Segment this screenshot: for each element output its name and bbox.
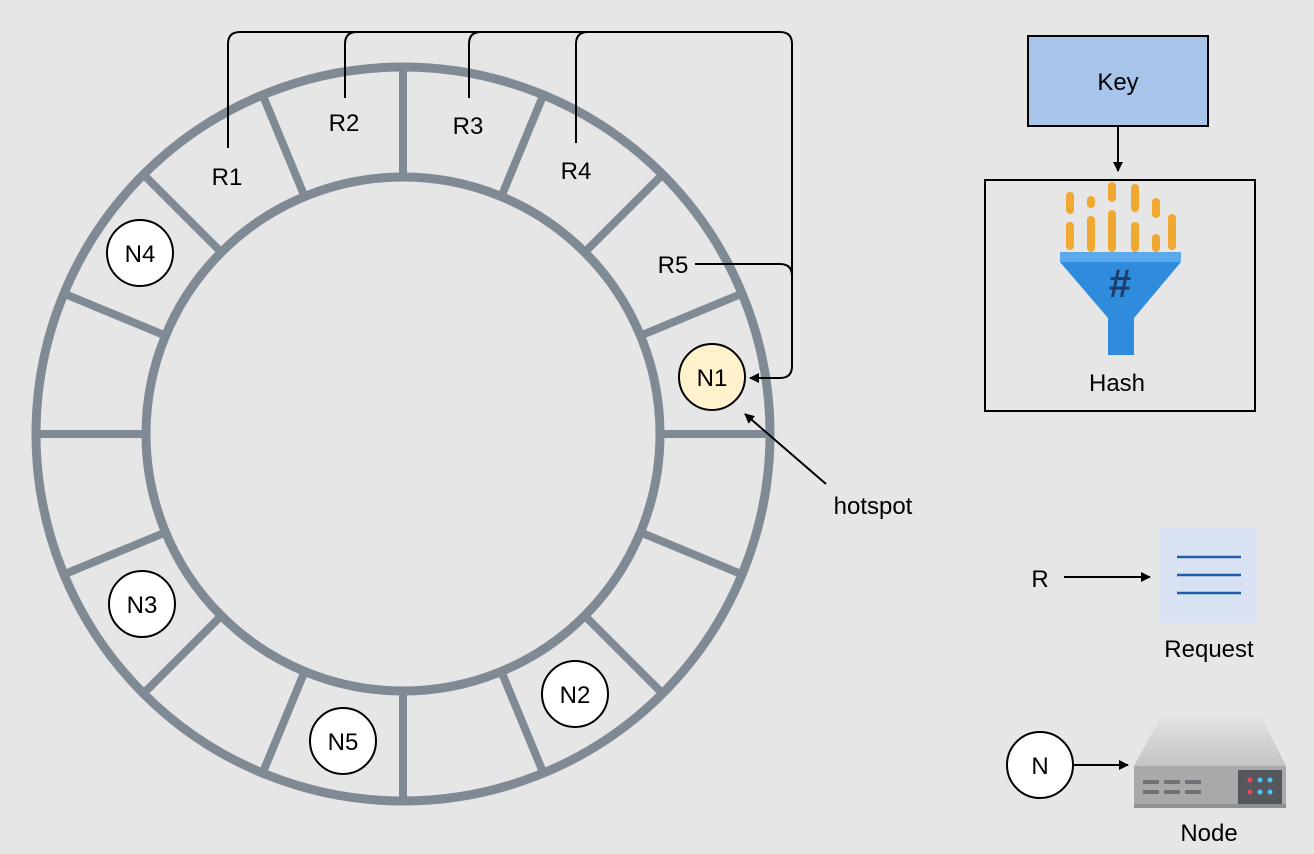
legend-request-label: Request xyxy=(1164,636,1254,663)
ring-divider xyxy=(638,528,744,579)
request-label-r5: R5 xyxy=(658,252,689,279)
connector-r5 xyxy=(695,263,793,277)
server-icon xyxy=(1134,718,1286,808)
hotspot-label: hotspot xyxy=(834,493,913,520)
node-n1-label: N1 xyxy=(697,365,728,392)
ring-divider xyxy=(140,171,225,256)
ring-divider xyxy=(62,289,168,340)
ring-divider xyxy=(258,93,309,199)
hotspot-arrow xyxy=(744,413,827,485)
ring-dividers xyxy=(36,67,770,801)
request-label-r2: R2 xyxy=(329,110,360,137)
request-connectors xyxy=(227,31,793,383)
connector-r1 xyxy=(227,31,793,383)
connector-r2 xyxy=(344,31,358,98)
hash-symbol-icon: # xyxy=(1109,262,1131,306)
ring-inner-circle xyxy=(141,172,665,696)
node-n5-label: N5 xyxy=(328,729,359,756)
node-n5: N5 xyxy=(309,707,377,775)
ring-divider xyxy=(497,93,548,199)
node-n3-label: N3 xyxy=(127,592,158,619)
legend-node-label: Node xyxy=(1180,820,1237,847)
node-n2-label: N2 xyxy=(560,682,591,709)
ring-divider xyxy=(497,669,548,775)
legend-request-symbol: R xyxy=(1031,566,1048,593)
hash-funnel-icon: # xyxy=(1060,182,1181,355)
key-label: Key xyxy=(1097,69,1138,96)
key-box: Key xyxy=(1027,35,1209,127)
hash-box: # Hash xyxy=(984,179,1256,412)
request-label-r4: R4 xyxy=(561,158,592,185)
connector-r4 xyxy=(575,31,589,143)
legend-node-symbol: N xyxy=(1031,753,1048,780)
request-document-icon xyxy=(1159,528,1257,623)
ring-divider xyxy=(258,669,309,775)
legend-node-circle: N xyxy=(1006,731,1074,799)
hash-label: Hash xyxy=(1089,370,1145,397)
node-n2: N2 xyxy=(541,660,609,728)
ring-divider xyxy=(581,171,666,256)
ring-divider xyxy=(581,612,666,697)
node-n1: N1 xyxy=(678,343,746,411)
node-n4-label: N4 xyxy=(125,241,156,268)
node-n4: N4 xyxy=(106,219,174,287)
ring-divider xyxy=(62,528,168,579)
ring-divider xyxy=(140,612,225,697)
connector-r3 xyxy=(468,31,482,98)
ring-divider xyxy=(638,289,744,340)
request-label-r1: R1 xyxy=(212,164,243,191)
node-n3: N3 xyxy=(108,570,176,638)
hash-ring xyxy=(31,62,775,806)
request-label-r3: R3 xyxy=(453,113,484,140)
